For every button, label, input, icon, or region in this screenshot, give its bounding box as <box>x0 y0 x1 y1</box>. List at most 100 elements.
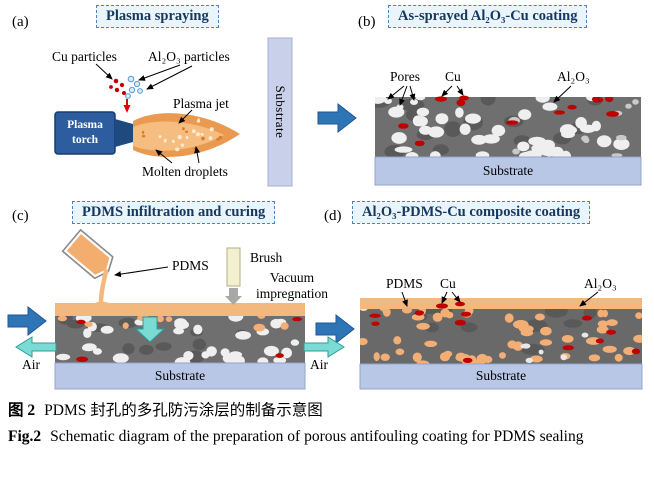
molten-droplet-dot <box>158 135 162 138</box>
cu-particle <box>567 104 577 110</box>
pore <box>235 331 252 340</box>
pdms-seep <box>280 322 289 330</box>
cu-particle <box>606 111 619 117</box>
alumina-particle-dot <box>128 86 136 94</box>
pores-arrow-1 <box>387 85 405 100</box>
cu-particle <box>371 321 380 326</box>
air-out-right-arrow <box>303 336 345 358</box>
pore <box>591 120 601 132</box>
cu-arrow-d-2 <box>451 291 461 303</box>
coating-b-texture <box>375 97 639 157</box>
pore <box>415 97 426 101</box>
pore <box>428 126 445 138</box>
pores-arrow-2 <box>399 85 408 106</box>
cu-arrow-b-1 <box>441 85 453 97</box>
molten-droplet-dot <box>218 135 222 140</box>
cu-arrow-b-2 <box>456 85 464 96</box>
pore <box>92 348 102 355</box>
pore <box>531 144 544 153</box>
cu-particle <box>505 120 519 125</box>
substrate-vertical-label: Substrate <box>273 85 288 139</box>
pdms-filled-pore <box>585 337 602 345</box>
molten-droplet-dot <box>200 133 204 136</box>
molten-droplets-arrow-1 <box>155 149 173 164</box>
pore <box>391 132 407 144</box>
coating-dark-patch <box>480 97 496 106</box>
pdms-filled-pore <box>597 320 609 328</box>
pore <box>520 344 527 349</box>
pore <box>419 125 432 135</box>
pore <box>525 357 533 363</box>
pore <box>535 97 550 103</box>
cu-particle <box>76 319 86 325</box>
coating-dark-patch <box>139 344 154 355</box>
pore <box>581 332 589 338</box>
pore <box>281 347 292 359</box>
panel-d-title: Al₂O₃-PDMS-Cu composite coating <box>352 201 591 224</box>
pore <box>56 353 71 361</box>
vacuum-impregnation-label: Vacuum impregnation <box>256 270 328 301</box>
pore <box>396 104 404 110</box>
pore <box>429 151 441 157</box>
cu-particle <box>398 123 409 129</box>
cu-particle-dot <box>122 91 126 95</box>
cu-particle <box>631 348 641 355</box>
pore <box>81 344 96 352</box>
pdms-filled-pore <box>588 354 601 362</box>
molten-droplet-dot <box>142 130 145 134</box>
panel-d-letter: (d) <box>324 208 342 224</box>
pdms-filled-pore <box>360 338 368 346</box>
pore <box>206 346 216 357</box>
alumina-particle-dot <box>137 88 143 94</box>
coating-c-texture <box>56 315 302 363</box>
molten-droplet-dot <box>184 130 189 133</box>
cu-particles-arrow <box>95 63 113 80</box>
pdms-seep <box>122 322 129 330</box>
pdms-seep <box>253 323 266 332</box>
cu-particle-dot <box>109 85 113 89</box>
caption-zh-text: PDMS 封孔的多孔防污涂层的制备示意图 <box>44 402 323 419</box>
pdms-filled-pore <box>539 339 553 346</box>
pore <box>542 102 558 111</box>
pore <box>528 136 546 146</box>
alumina-particle-dot <box>133 80 141 88</box>
alumina-arrow-d <box>579 291 599 307</box>
pore <box>518 109 532 120</box>
pore <box>560 354 568 361</box>
pore <box>475 151 490 157</box>
pdms-arrow-d <box>401 291 408 307</box>
pdms-top-layer-d <box>360 298 642 309</box>
pdms-top-bump <box>440 308 450 318</box>
pdms-filled-pore <box>402 306 412 314</box>
substrate-vertical-bar <box>267 37 293 187</box>
plasma-jet-label: Plasma jet <box>173 96 229 111</box>
alumina-particles-arrow-2 <box>146 65 193 90</box>
cu-particle <box>605 97 614 103</box>
beaker-liquid <box>66 234 110 275</box>
pore <box>193 324 203 335</box>
pore <box>561 130 575 139</box>
plasma-torch-label: Plasma torch <box>67 119 103 146</box>
pore <box>613 138 630 151</box>
pore <box>459 123 471 135</box>
cu-particle <box>454 319 467 326</box>
cu-particle <box>369 313 381 318</box>
substrate-b <box>374 156 642 186</box>
pdms-bottom-bump <box>455 352 466 360</box>
pdms-filled-pore <box>395 348 405 356</box>
pdms-filled-pore <box>393 336 402 345</box>
jet-droplets <box>141 118 222 152</box>
alumina-particles-arrow-1 <box>138 64 181 81</box>
pdms-pour-stream <box>98 268 109 305</box>
molten-droplet-dot <box>185 135 189 140</box>
molten-droplets-arrow-2 <box>194 146 201 164</box>
pore <box>471 134 487 145</box>
pore <box>517 141 530 152</box>
pore <box>575 117 587 129</box>
pdms-filled-pore <box>633 334 642 343</box>
molten-droplet-dot <box>196 132 200 137</box>
beaker <box>61 228 114 280</box>
cu-particle <box>562 345 574 351</box>
coating-light-patch <box>512 148 520 155</box>
